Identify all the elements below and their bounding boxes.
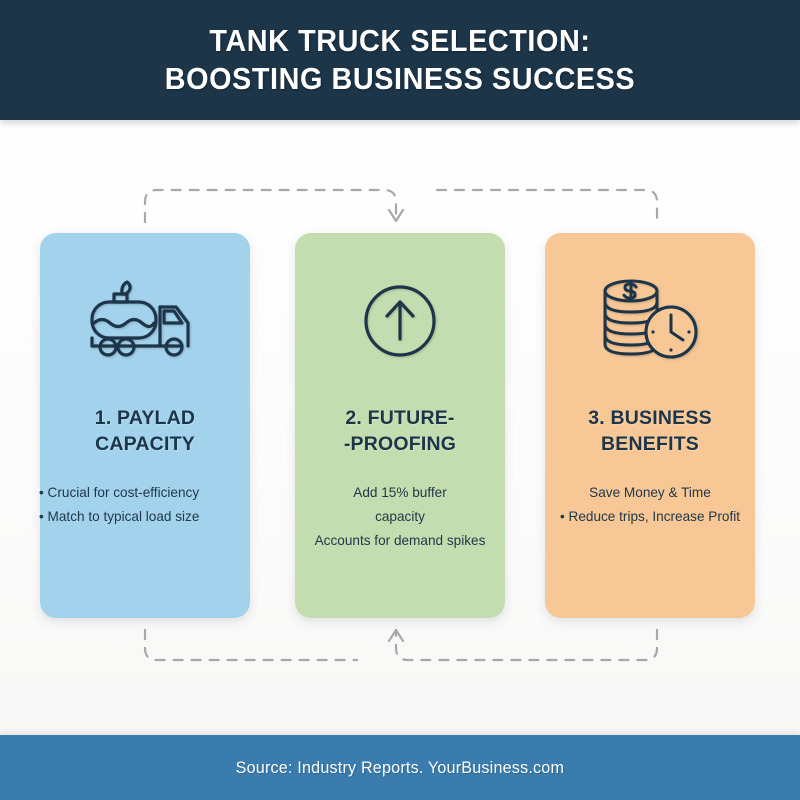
card-body-line: • Reduce trips, Increase Profit bbox=[559, 509, 741, 524]
tank-truck-icon bbox=[86, 275, 204, 367]
card-body-line: Save Money & Time bbox=[589, 485, 711, 500]
card-title: 2. FUTURE- -PROOFING bbox=[343, 407, 457, 455]
connector-top-left bbox=[143, 188, 398, 224]
card-body-line: • Crucial for cost-efficiency bbox=[39, 485, 200, 500]
connector-top-right bbox=[435, 188, 659, 224]
card-payload-capacity[interactable]: 1. PAYLAD CAPACITY • Crucial for cost-ef… bbox=[39, 233, 250, 618]
header-title-line-1: TANK TRUCK SELECTION: bbox=[209, 23, 591, 58]
card-body-line: capacity bbox=[375, 509, 425, 524]
cards-row: 1. PAYLAD CAPACITY • Crucial for cost-ef… bbox=[0, 233, 800, 618]
card-title: 3. BUSINESS BENEFITS bbox=[588, 407, 712, 455]
footer-banner: Source: Industry Reports. YourBusiness.c… bbox=[0, 735, 800, 800]
connector-bottom-left bbox=[143, 628, 359, 662]
source-text: Source: Industry Reports. YourBusiness.c… bbox=[235, 757, 565, 777]
card-title: 1. PAYLAD CAPACITY bbox=[94, 407, 196, 455]
connector-bottom-right bbox=[394, 628, 659, 662]
header-banner: TANK TRUCK SELECTION: BOOSTING BUSINESS … bbox=[0, 0, 800, 120]
card-body: • Crucial for cost-efficiency • Match to… bbox=[19, 481, 271, 529]
card-business-benefits[interactable]: 3. BUSINESS BENEFITS Save Money & Time •… bbox=[545, 233, 755, 618]
card-body: Save Money & Time • Reduce trips, Increa… bbox=[524, 481, 776, 529]
card-body-line: Add 15% buffer bbox=[353, 485, 447, 500]
card-body-line: Accounts for demand spikes bbox=[314, 533, 486, 548]
circled-up-arrow-icon bbox=[358, 275, 442, 367]
card-body: Add 15% buffer capacity Accounts for dem… bbox=[274, 481, 526, 553]
card-body-line: • Match to typical load size bbox=[39, 509, 200, 524]
coins-and-clock-icon bbox=[598, 275, 702, 367]
down-arrow-icon bbox=[387, 208, 405, 223]
up-arrow-icon bbox=[387, 628, 405, 643]
header-title-line-2: BOOSTING BUSINESS SUCCESS bbox=[164, 61, 636, 96]
card-future-proofing[interactable]: 2. FUTURE- -PROOFING Add 15% buffer capa… bbox=[295, 233, 505, 618]
